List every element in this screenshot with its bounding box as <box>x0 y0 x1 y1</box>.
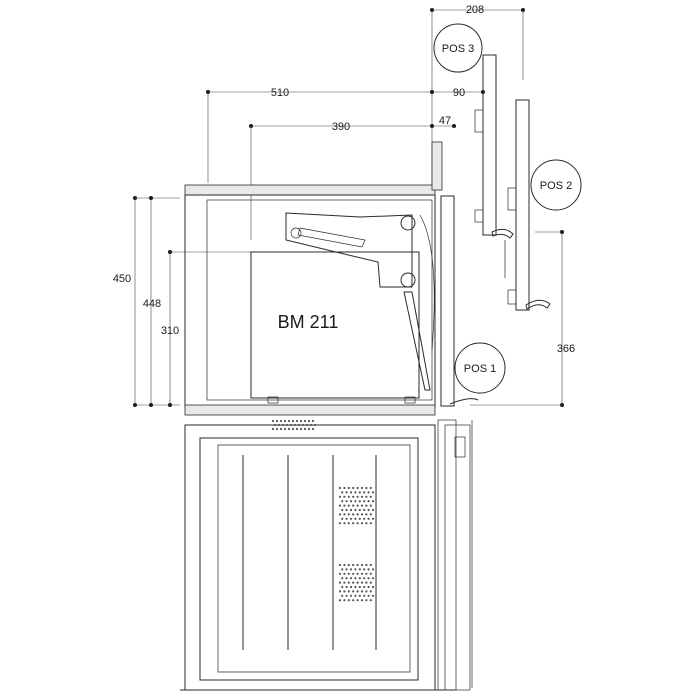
dim-510-label: 510 <box>271 87 289 99</box>
upper-side-grill <box>338 486 375 525</box>
dim-208-label: 208 <box>466 4 484 16</box>
dim-450-label: 450 <box>113 273 131 285</box>
pos3-label: POS 3 <box>442 43 474 55</box>
model-label: BM 211 <box>278 312 339 332</box>
lower-side-grill <box>338 563 375 602</box>
door-pos3 <box>474 54 514 239</box>
dim-390-label: 390 <box>332 121 350 133</box>
pos2-marker <box>530 159 582 211</box>
pos2-label: POS 2 <box>540 180 572 192</box>
cabinet-housing <box>184 141 443 416</box>
door-pos1 <box>440 195 479 407</box>
dim-448-label: 448 <box>143 298 161 310</box>
dim-47-label: 47 <box>439 115 451 127</box>
dim-90-label: 90 <box>453 87 465 99</box>
pos1-marker <box>454 342 506 394</box>
ventilation-grills <box>271 419 375 602</box>
top-vent-grill <box>271 419 317 431</box>
door-pos2 <box>504 99 551 311</box>
dimension-lines <box>133 8 564 407</box>
oven-unit <box>180 419 473 691</box>
appliance-bm211 <box>250 212 435 404</box>
dim-310-label: 310 <box>161 325 179 337</box>
pos1-label: POS 1 <box>464 363 496 375</box>
pos3-marker <box>433 23 483 73</box>
dim-366-label: 366 <box>557 343 575 355</box>
